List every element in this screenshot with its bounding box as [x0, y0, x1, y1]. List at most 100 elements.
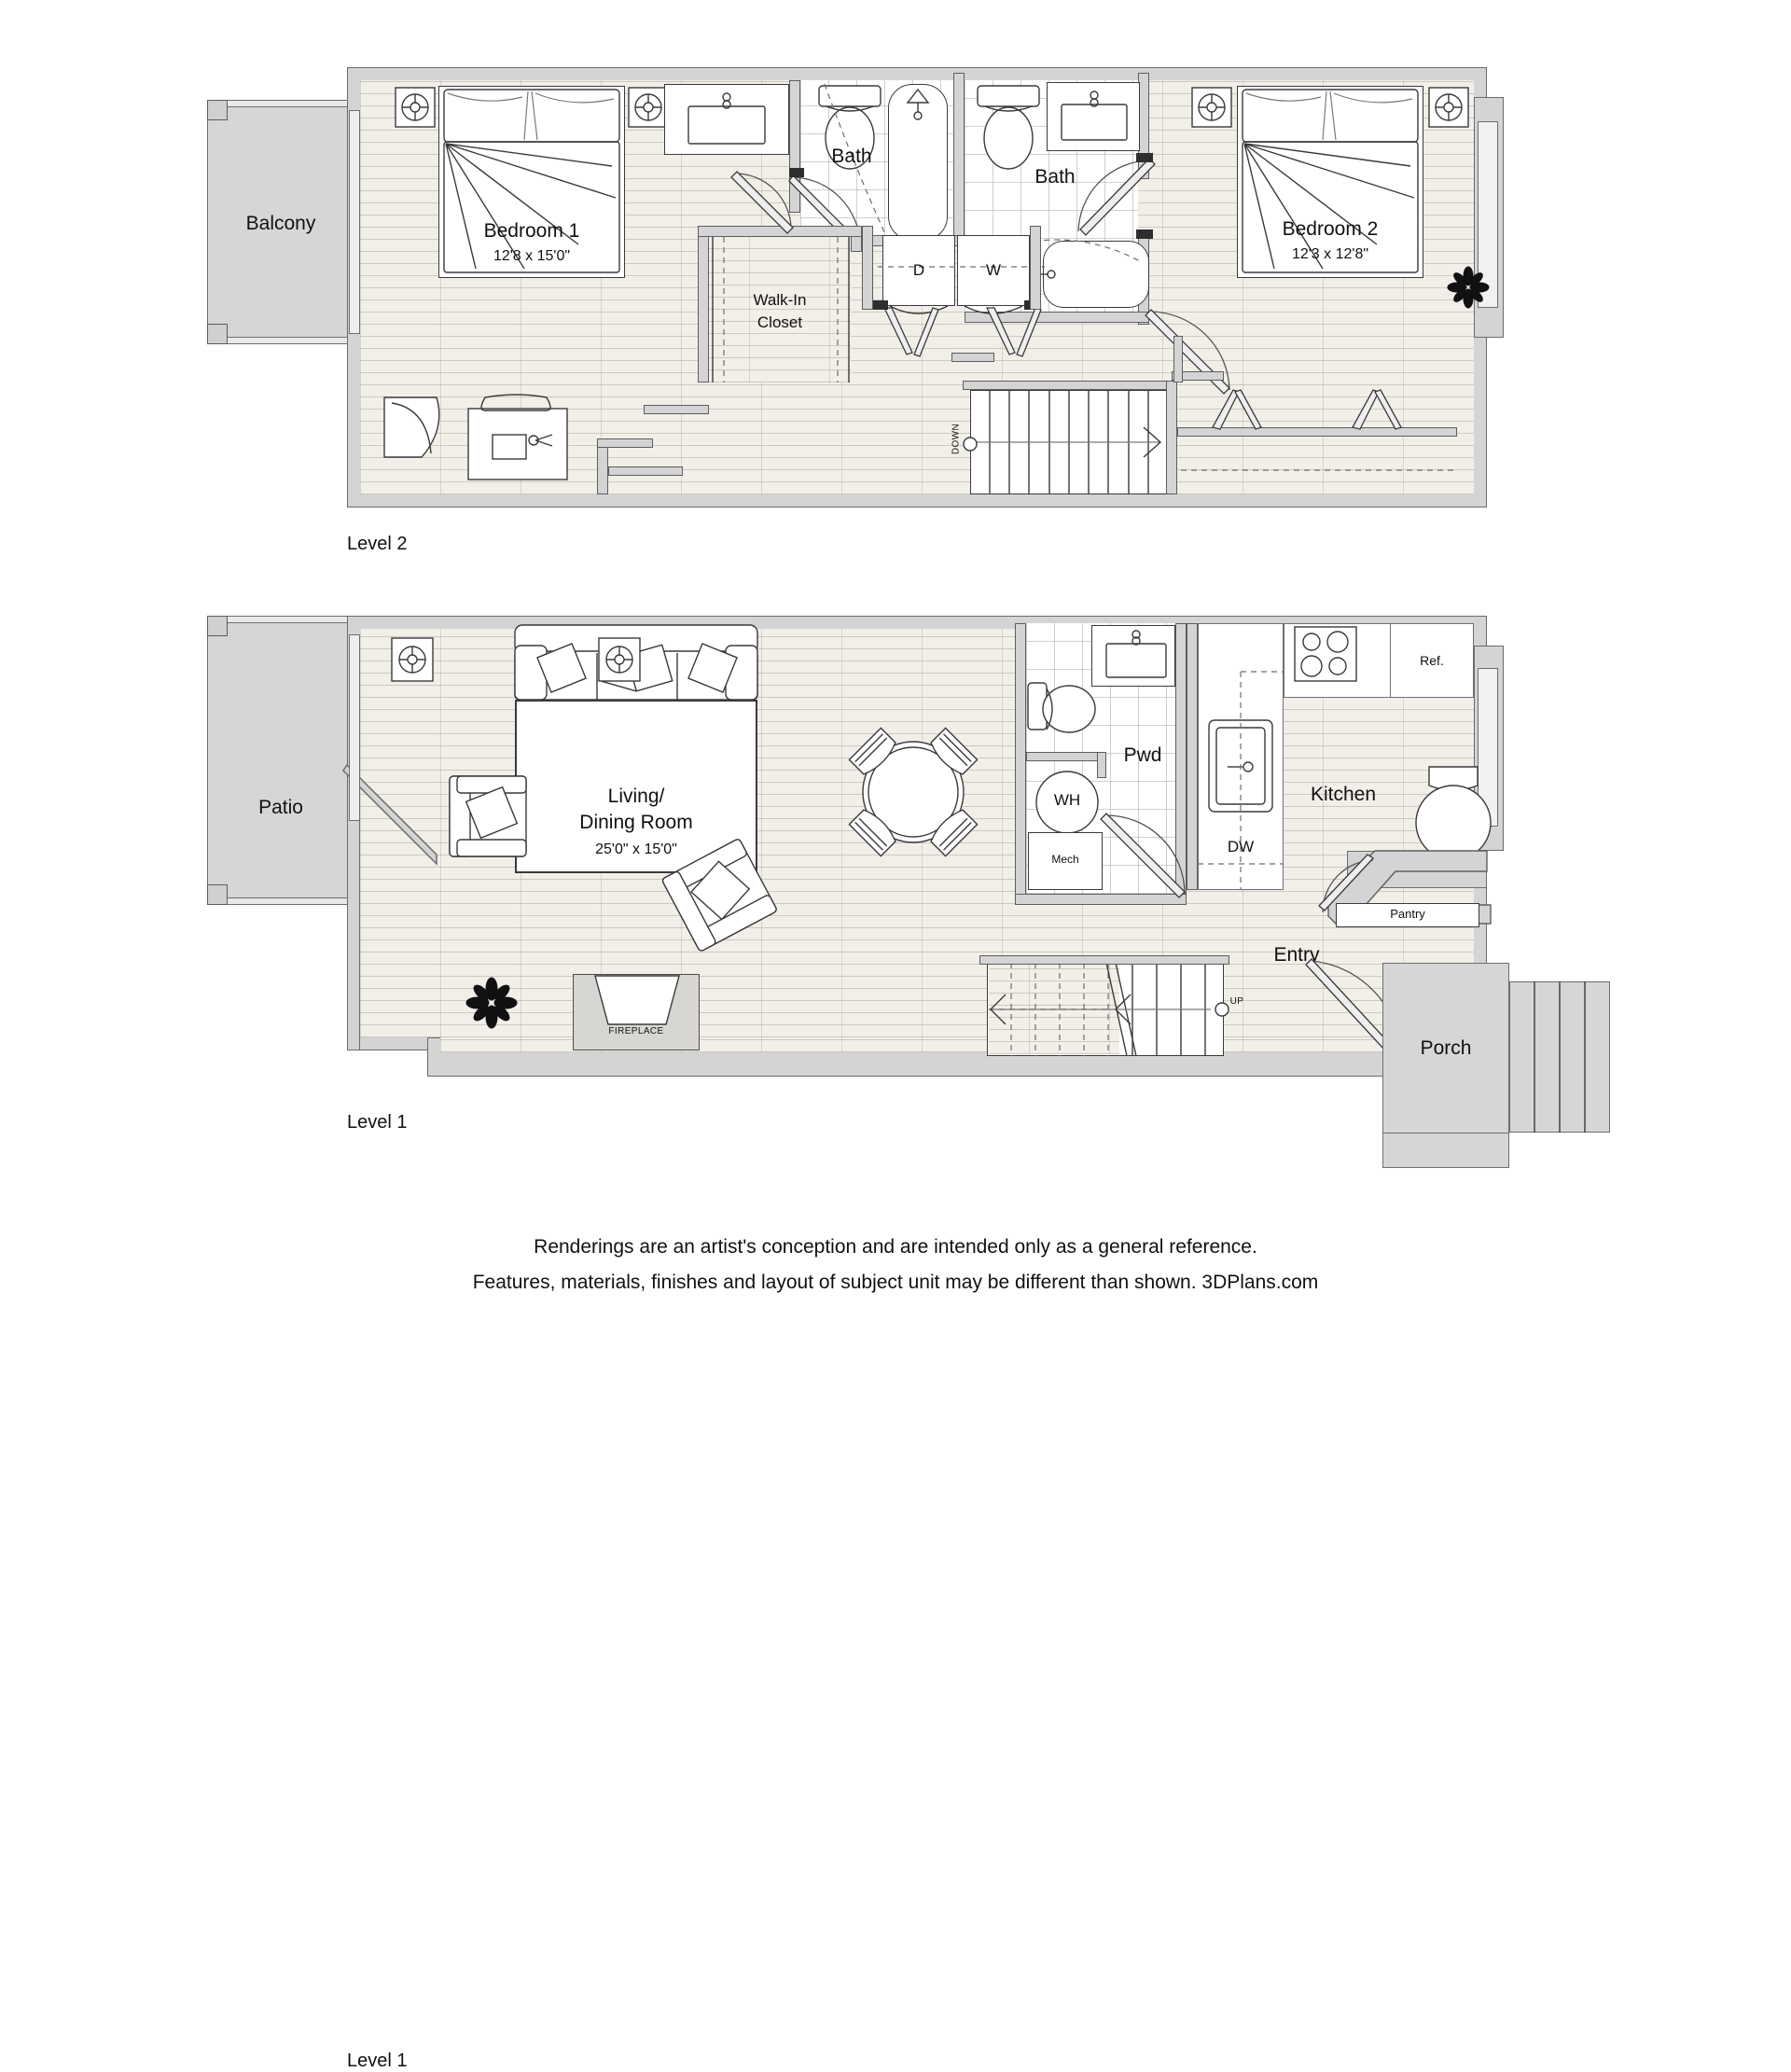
stair-direction-label-up: UP [1229, 996, 1244, 1007]
dryer-unit [882, 235, 955, 306]
porch-step-lines [1534, 981, 1586, 1133]
pwd-wall-bottom [1015, 894, 1187, 905]
bistro-table-icon [1415, 766, 1492, 861]
door-swing-pwd [1100, 813, 1186, 898]
vanity-sink-icon-b2-left [687, 92, 766, 145]
room-label-living-line1: Living/ [607, 786, 665, 807]
armchair-icon-bottom [661, 839, 777, 952]
toilet-icon-bath-right [977, 85, 1040, 170]
appliance-label-washer: W [985, 261, 1002, 279]
porch-foot-block [1382, 1133, 1509, 1168]
footer-line-2: Features, materials, finishes and layout… [472, 1272, 1319, 1293]
balcony-post-bl [207, 324, 228, 344]
vanity-sink-icon-b2-right [1061, 90, 1128, 141]
patio-post-tl [207, 616, 228, 636]
armchair-icon-left [449, 775, 527, 857]
level-1-label: Level 1 [347, 2051, 408, 2071]
stair-wall-right [1166, 381, 1177, 494]
appliance-label-dryer: D [912, 261, 925, 279]
fireplace-hearth [594, 975, 680, 1025]
mech-closet [1028, 832, 1103, 890]
plant-icon-bedroom2 [1447, 266, 1490, 309]
door-swing-bath-right [1077, 158, 1156, 236]
wall-bath-left-right [953, 73, 965, 246]
patio-rail-top [207, 616, 354, 623]
ceiling-fixture-icon-b1-left [395, 87, 436, 128]
hall-jog-wall-4 [608, 466, 683, 476]
level-1-plan: Patio [0, 578, 1791, 2071]
refrigerator-label: Ref. [1420, 653, 1444, 668]
room-label-living-line2: Dining Room [579, 812, 693, 833]
pantry-interior [1336, 903, 1479, 927]
shower-curtain-line-left [824, 83, 891, 245]
closet-wall-left [698, 226, 709, 382]
ceiling-fixture-icon-living-left [391, 637, 434, 682]
stair-wall-top [963, 381, 1175, 390]
stair-up-origin-dot [1215, 1002, 1229, 1017]
room-label-pwd: Pwd [1123, 744, 1162, 766]
level-2-plan: Balcony Bedroom 1 12 [0, 0, 1791, 578]
closet-shelving [712, 237, 850, 382]
level1-stair-treads [989, 962, 1211, 1057]
door-jamb-bath-left-top [789, 168, 804, 177]
room-label-balcony: Balcony [245, 213, 316, 234]
bedroom1-armchair [383, 396, 440, 458]
jamb-laundry-left [871, 300, 888, 310]
mech-wall-top [1026, 752, 1106, 761]
kitchen-range-icon [1294, 626, 1357, 682]
footer-line-1: Renderings are an artist's conception an… [534, 1236, 1257, 1258]
room-dim-bedroom2: 12'3 x 12'8" [1291, 246, 1369, 262]
kitchen-wall-left [1187, 623, 1198, 890]
patio-rail-bottom [207, 897, 354, 905]
door-jamb-bath-right-top [1136, 153, 1153, 162]
ceiling-fixture-icon-living-right [598, 637, 641, 682]
room-label-patio: Patio [258, 797, 303, 818]
balcony-rail-top [207, 100, 354, 107]
ceiling-fixture-icon-b2-right [1428, 87, 1469, 128]
patio-post-bl [207, 884, 228, 905]
patio-sliding-door [349, 634, 360, 821]
laundry-bifold-doors [882, 307, 1042, 357]
level-2-label: Level 2 [347, 534, 408, 554]
door-swing-closet [730, 171, 794, 234]
pantry-label: Pantry [1390, 907, 1425, 921]
pwd-vanity-counter [1091, 625, 1175, 687]
room-label-bedroom2: Bedroom 2 [1282, 218, 1379, 240]
level2-right-window [1478, 121, 1498, 308]
balcony-post-tl [207, 100, 228, 120]
water-heater-label: WH [1053, 791, 1081, 809]
room-label-porch: Porch [1420, 1037, 1472, 1059]
ceiling-fixture-icon-b2-left [1191, 87, 1232, 128]
room-label-bath-left: Bath [831, 146, 872, 167]
mech-label: Mech [1051, 853, 1079, 866]
level-1-label-text: Level 1 [347, 1112, 408, 1133]
laundry-wall-left [862, 226, 873, 310]
toilet-icon-bath-left [818, 85, 882, 170]
room-label-kitchen: Kitchen [1310, 784, 1377, 805]
plant-icon-living [465, 977, 518, 1029]
pantry-door-swing [1318, 854, 1374, 913]
room-label-closet-line2: Closet [757, 313, 803, 331]
shower-head-icon-left [906, 88, 930, 120]
hall-jog-wall-3 [597, 438, 653, 448]
patio-slab [207, 616, 354, 905]
room-label-bedroom1: Bedroom 1 [483, 220, 580, 242]
closet-floor [709, 237, 851, 382]
level2-stair-treads [972, 390, 1162, 494]
dining-table-icon [848, 727, 979, 857]
pwd-wall-left [1015, 623, 1026, 903]
room-label-entry: Entry [1273, 944, 1320, 966]
room-label-closet-line1: Walk-In [753, 291, 807, 309]
refrigerator-unit [1390, 623, 1474, 698]
room-label-bath-right: Bath [1034, 166, 1076, 188]
hall-jog-wall-6 [951, 353, 994, 362]
hall-closet-bifold-doors [1212, 389, 1402, 430]
balcony-slab [207, 100, 354, 344]
balcony-sliding-door [349, 110, 360, 334]
living-rug-area [515, 700, 757, 873]
room-dim-bedroom1: 12'8 x 15'0" [493, 248, 571, 264]
hall-closet-wall [1177, 427, 1457, 437]
bedroom2-bed-graphic [1242, 89, 1419, 273]
stair-down-origin-dot [963, 437, 978, 452]
